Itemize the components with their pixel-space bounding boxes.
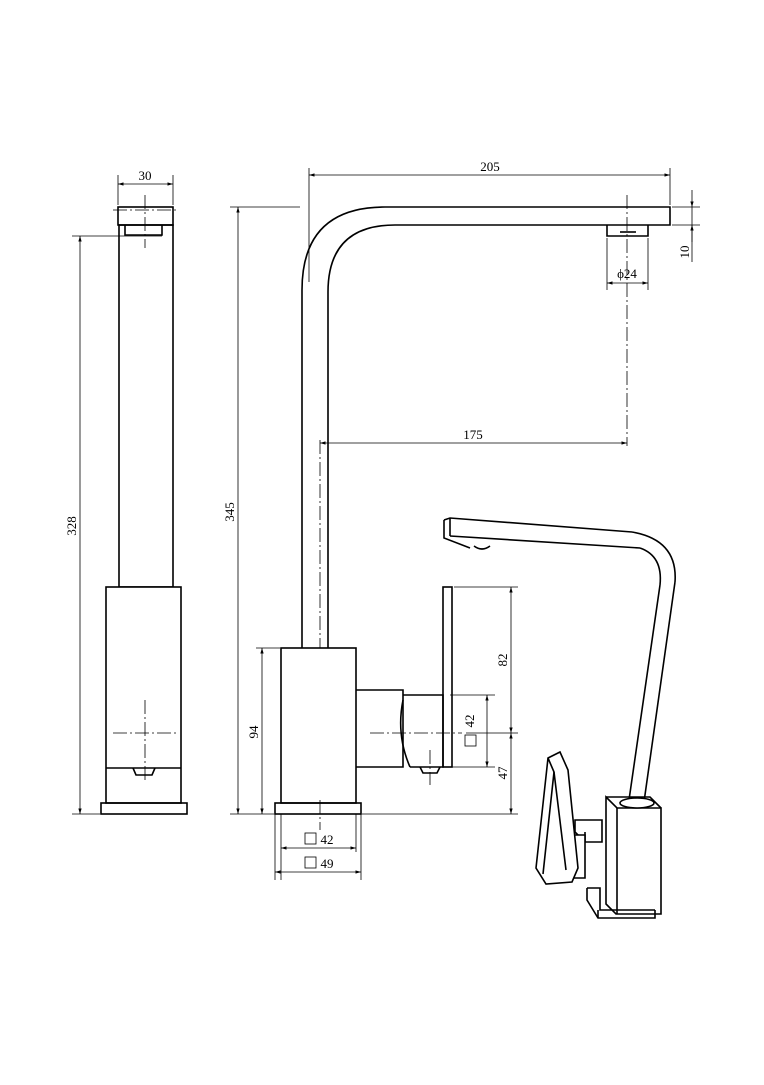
isometric-view [443,517,676,919]
dim-label-base-square: 49 [321,856,334,871]
dim-front-height: 345 [222,206,300,815]
dim-label-outlet-diameter: ϕ24 [617,266,637,281]
dim-label-side-width: 30 [139,168,152,183]
dim-label-side-height: 328 [64,516,79,536]
dim-base-square: 49 [275,856,361,874]
dim-label-spout-reach: 205 [480,159,500,174]
dim-label-spout-thickness: 10 [677,246,692,259]
square-symbol [464,734,477,747]
dim-label-body-square: 42 [321,832,334,847]
dim-outlet-diameter: ϕ24 [606,238,649,290]
dim-handle-square: 42 [450,694,495,768]
front-view [274,195,671,830]
dim-label-handle-height: 82 [495,654,510,667]
dim-handle-height: 82 47 [362,586,518,815]
dim-label-handle-square: 42 [462,715,477,728]
dim-outlet-offset: 175 [320,427,627,445]
square-symbol [304,856,317,869]
dim-label-handle-lower: 47 [495,766,510,780]
dim-side-height: 328 [64,235,162,815]
dim-side-width: 30 [117,168,174,205]
dim-label-front-height: 345 [222,502,237,522]
square-symbol [304,832,317,845]
dim-label-outlet-offset: 175 [463,427,483,442]
side-view [100,195,188,815]
dim-label-body-height: 94 [246,725,261,739]
dim-body-height: 94 [246,647,280,814]
dim-body-square: 42 [274,814,362,880]
dim-spout-thickness: 10 [672,190,700,262]
dim-spout-reach: 205 [308,159,671,282]
